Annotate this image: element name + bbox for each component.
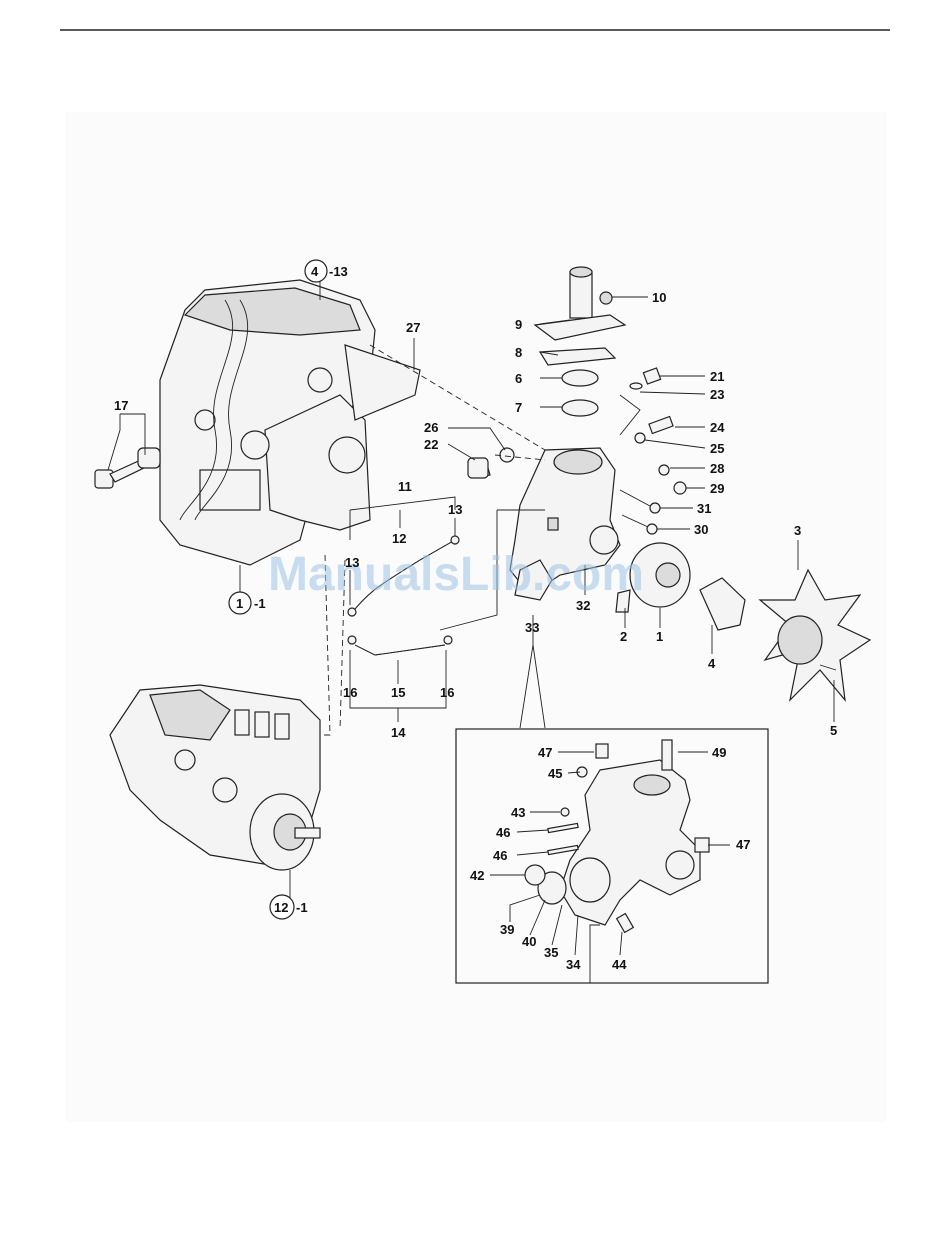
- callout-13a: 13: [448, 502, 462, 517]
- callout-44: 44: [612, 957, 627, 972]
- callout-8: 8: [515, 345, 522, 360]
- callout-46a: 46: [496, 825, 510, 840]
- callout-14: 14: [391, 725, 406, 740]
- callout-35: 35: [544, 945, 558, 960]
- callout-13b: 13: [345, 555, 359, 570]
- callout-33: 33: [525, 620, 539, 635]
- callout-5: 5: [830, 723, 837, 738]
- callout-12-circled: 12: [274, 900, 288, 915]
- callout-7: 7: [515, 400, 522, 415]
- callout-26: 26: [424, 420, 438, 435]
- callout-46b: 46: [493, 848, 507, 863]
- callout-16a: 16: [343, 685, 357, 700]
- callout-29: 29: [710, 481, 724, 496]
- watermark: ManualsLib.com: [268, 548, 644, 601]
- callout-32: 32: [576, 598, 590, 613]
- plug-22-illustration: [468, 458, 488, 478]
- callout-4: 4: [708, 656, 716, 671]
- callout-15: 15: [391, 685, 405, 700]
- callout-2: 2: [620, 629, 627, 644]
- callout-25: 25: [710, 441, 724, 456]
- callout-21: 21: [710, 369, 724, 384]
- callout-43: 43: [511, 805, 525, 820]
- callout-28: 28: [710, 461, 724, 476]
- callout-39: 39: [500, 922, 514, 937]
- callout-12-suffix: -1: [296, 900, 308, 915]
- callout-1-circled: 1: [236, 596, 243, 611]
- callout-16b: 16: [440, 685, 454, 700]
- callout-24: 24: [710, 420, 725, 435]
- callout-11: 11: [398, 479, 412, 494]
- callout-6: 6: [515, 371, 522, 386]
- callout-42: 42: [470, 868, 484, 883]
- callout-49: 49: [712, 745, 726, 760]
- callout-47b: 47: [736, 837, 750, 852]
- scan-area: [66, 112, 886, 1122]
- callout-1: 1: [656, 629, 663, 644]
- callout-12: 12: [392, 531, 406, 546]
- callout-4-circled: 4: [311, 264, 319, 279]
- callout-45: 45: [548, 766, 562, 781]
- callout-3: 3: [794, 523, 801, 538]
- callout-4-suffix: -13: [329, 264, 348, 279]
- callout-34: 34: [566, 957, 581, 972]
- callout-10: 10: [652, 290, 666, 305]
- callout-1-suffix: -1: [254, 596, 266, 611]
- callout-22: 22: [424, 437, 438, 452]
- callout-17: 17: [114, 398, 128, 413]
- callout-40: 40: [522, 934, 536, 949]
- callout-9: 9: [515, 317, 522, 332]
- callout-27: 27: [406, 320, 420, 335]
- callout-31: 31: [697, 501, 711, 516]
- callout-30: 30: [694, 522, 708, 537]
- callout-23: 23: [710, 387, 724, 402]
- callout-47a: 47: [538, 745, 552, 760]
